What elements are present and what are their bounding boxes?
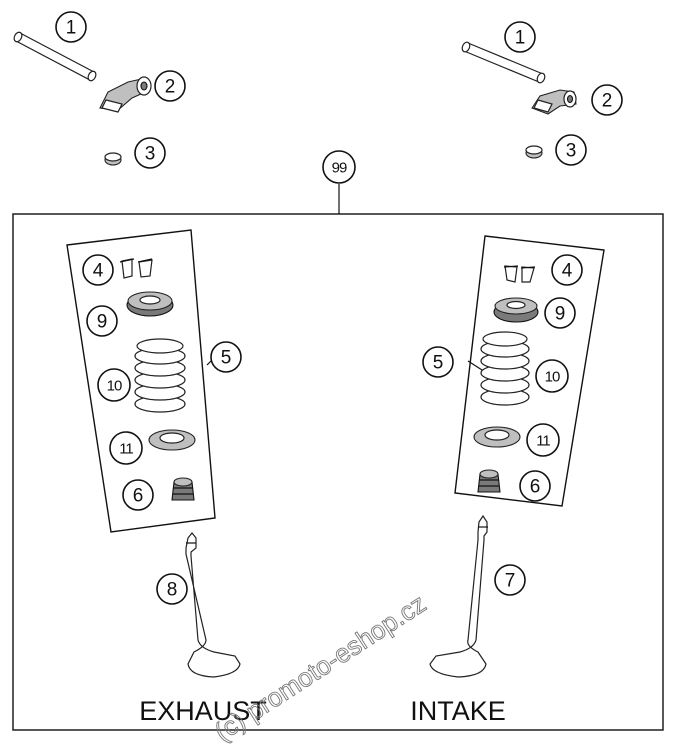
right-valve-seal [477, 469, 501, 493]
watermark: (c) promoto-eshop.cz [209, 588, 431, 747]
callout-left-shim: 3 [134, 137, 166, 169]
callout-intake-valve: 7 [494, 564, 526, 596]
left-valve-seal [171, 477, 195, 501]
exhaust-valve [185, 532, 241, 678]
callout-exhaust-valve: 8 [156, 573, 188, 605]
callout-left-spring-seat: 11 [109, 431, 143, 465]
right-rocker-arm [531, 89, 577, 115]
callout-right-spring-group: 5 [422, 346, 454, 378]
right-spring-retainer [493, 297, 539, 323]
intake-valve [429, 514, 488, 678]
callout-right-rocker: 2 [591, 84, 623, 116]
left-rocker-shaft [13, 31, 97, 82]
callout-left-shaft: 1 [55, 11, 87, 43]
svg-text:10: 10 [545, 369, 560, 386]
callout-right-keeper: 4 [551, 254, 583, 286]
svg-text:7: 7 [505, 571, 516, 592]
left-shim [104, 152, 122, 166]
right-valve-keepers [503, 265, 536, 283]
svg-text:6: 6 [133, 486, 144, 507]
svg-text:3: 3 [145, 144, 156, 165]
svg-text:4: 4 [93, 261, 104, 282]
left-rocker-arm [99, 76, 152, 113]
kit-frame [12, 213, 664, 731]
right-spring-group-leader [467, 360, 483, 371]
right-valve-spring [480, 331, 530, 406]
right-shim [525, 145, 543, 159]
left-spring-seat [148, 429, 196, 451]
svg-text:1: 1 [515, 28, 526, 49]
callout-left-retainer: 9 [86, 305, 118, 337]
callout-right-spring-seat: 11 [526, 423, 560, 457]
svg-text:2: 2 [602, 91, 613, 112]
callout-left-seal: 6 [122, 479, 154, 511]
left-spring-group-frame [66, 229, 216, 533]
svg-text:3: 3 [566, 141, 577, 162]
callout-kit: 99 [322, 150, 356, 184]
svg-text:5: 5 [221, 348, 232, 369]
svg-text:4: 4 [562, 261, 573, 282]
callout-right-spring: 10 [535, 359, 569, 393]
callout-right-retainer: 9 [544, 297, 576, 329]
svg-text:5: 5 [433, 353, 444, 374]
left-spring-retainer [126, 291, 174, 317]
svg-text:11: 11 [536, 433, 550, 450]
caption-intake: INTAKE [410, 696, 506, 726]
callout-left-spring-group: 5 [210, 341, 242, 373]
left-valve-keepers [119, 258, 153, 279]
svg-text:11: 11 [119, 441, 133, 458]
svg-text:1: 1 [66, 18, 77, 39]
svg-text:9: 9 [97, 312, 108, 333]
svg-text:10: 10 [107, 378, 122, 395]
callout-left-keeper: 4 [82, 254, 114, 286]
callout-left-spring: 10 [97, 368, 131, 402]
right-spring-group-frame [454, 235, 605, 507]
callout-right-shaft: 1 [504, 21, 536, 53]
svg-text:99: 99 [332, 160, 347, 177]
right-spring-seat [473, 426, 521, 448]
caption-exhaust: EXHAUST [139, 696, 267, 726]
left-valve-spring [134, 338, 186, 413]
svg-text:6: 6 [530, 477, 541, 498]
callout-right-shim: 3 [555, 134, 587, 166]
right-rocker-shaft [461, 41, 546, 84]
svg-text:2: 2 [165, 77, 176, 98]
svg-text:8: 8 [167, 580, 178, 601]
callout-left-rocker: 2 [154, 70, 186, 102]
callout-right-seal: 6 [519, 470, 551, 502]
svg-text:9: 9 [555, 304, 566, 325]
